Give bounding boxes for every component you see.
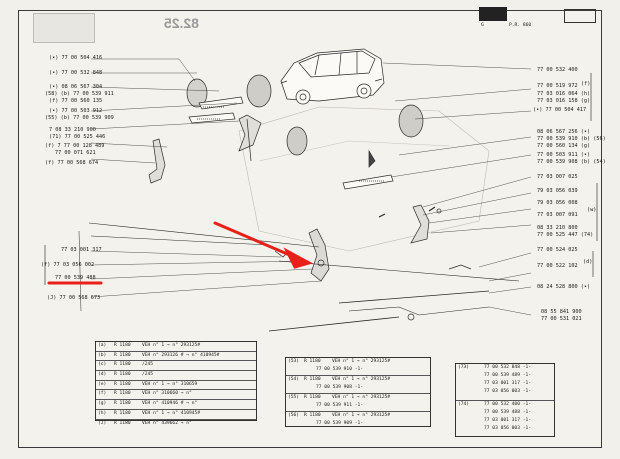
table-row: (d)R 1180/245 [96,371,256,381]
right-ref: 77 00 531 021 [541,316,582,322]
car-illustration [280,48,385,105]
bracket-label: (d) [583,259,593,265]
right-ref: 77 03 007 025 [537,174,578,180]
left-lower-ref: 77 03 001 317 [61,247,102,253]
header-code-pr: P.R. 860 [509,23,532,28]
right-ref: 77 00 522 102 [537,263,578,269]
left-ref: 7 08 33 210 900 [49,127,96,133]
left-ref: (•) 08 06 567 304 [49,84,103,90]
table-row: (c)R 1180/245 [96,361,256,372]
right-ref: 77 00 524 025 [537,247,578,253]
left-ref: (f) 77 00 560 135 [49,98,103,104]
right-ref: 77 03 007 091 [537,212,578,218]
exploded-parts-diagram [44,48,598,332]
header-logo-box [33,13,95,43]
right-ref: 77 00 560 134 (g) [537,143,591,149]
left-ref: (•) 77 00 504 416 [49,55,103,61]
bracket-label: (w) [587,207,597,213]
header-black-tab [479,7,507,21]
left-ref: (•) 77 00 503 912 [49,108,103,114]
table-row: (73) 77 00 532 848 -1- 77 00 539 489 -1-… [456,364,554,401]
right-ref: 77 03 016 064 (h) [537,91,591,97]
left-lower-ref: (J) 77 00 568 673 [47,295,101,301]
right-ref: 77 00 539 910 (b) (56) [537,136,606,142]
right-ref: 79 03 056 039 [537,188,578,194]
left-ref: (•) 77 00 532 848 [49,70,103,76]
left-ref: (f) 7 77 00 128 489 [45,143,105,149]
left-ref: (55) (b) 77 00 539 909 [45,115,114,121]
right-ref: 08 55 841 900 [541,309,582,315]
right-ref: 77 00 532 400 [537,67,578,73]
left-ref: 77 00 071 621 [55,150,96,156]
right-ref: 08 06 567 256 (•) [537,129,591,135]
right-ref: 77 00 539 908 (b) (54) [537,159,606,165]
right-ref: 77 03 016 158 (g) [537,98,591,104]
right-ref: 77 00 519 972 [537,83,578,89]
right-ref: 77 00 525 447 (74) [537,232,594,238]
left-lower-ref: (f) 77 03 056 002 [41,262,95,268]
right-ref: (•) 77 00 504 417 [533,107,587,113]
right-table: (73) 77 00 532 848 -1- 77 00 539 489 -1-… [455,363,555,437]
left-ref: (71) 77 00 525 446 [49,134,106,140]
right-ref: 08 24 528 800 (•) [537,284,591,290]
right-ref: 77 00 503 911 (•) [537,152,591,158]
parts-catalog-page: 82.25 G P.R. 860 [18,7,606,448]
left-lower-ref: 77 00 539 488 [55,275,96,281]
red-annotation-arrows [47,221,313,285]
header-code-g: G [481,23,484,28]
right-ref: 79 03 056 008 [537,200,578,206]
table-row: (74) 77 00 532 400 -1- 77 00 539 488 -1-… [458,402,532,431]
right-ref: 08 33 210 800 [537,225,578,231]
left-ref: (58) (b) 77 00 539 911 [45,91,114,97]
bracket-label: (f) [581,81,591,87]
left-ref: (f) 77 00 568 674 [45,160,99,166]
header-right-box [564,9,596,23]
